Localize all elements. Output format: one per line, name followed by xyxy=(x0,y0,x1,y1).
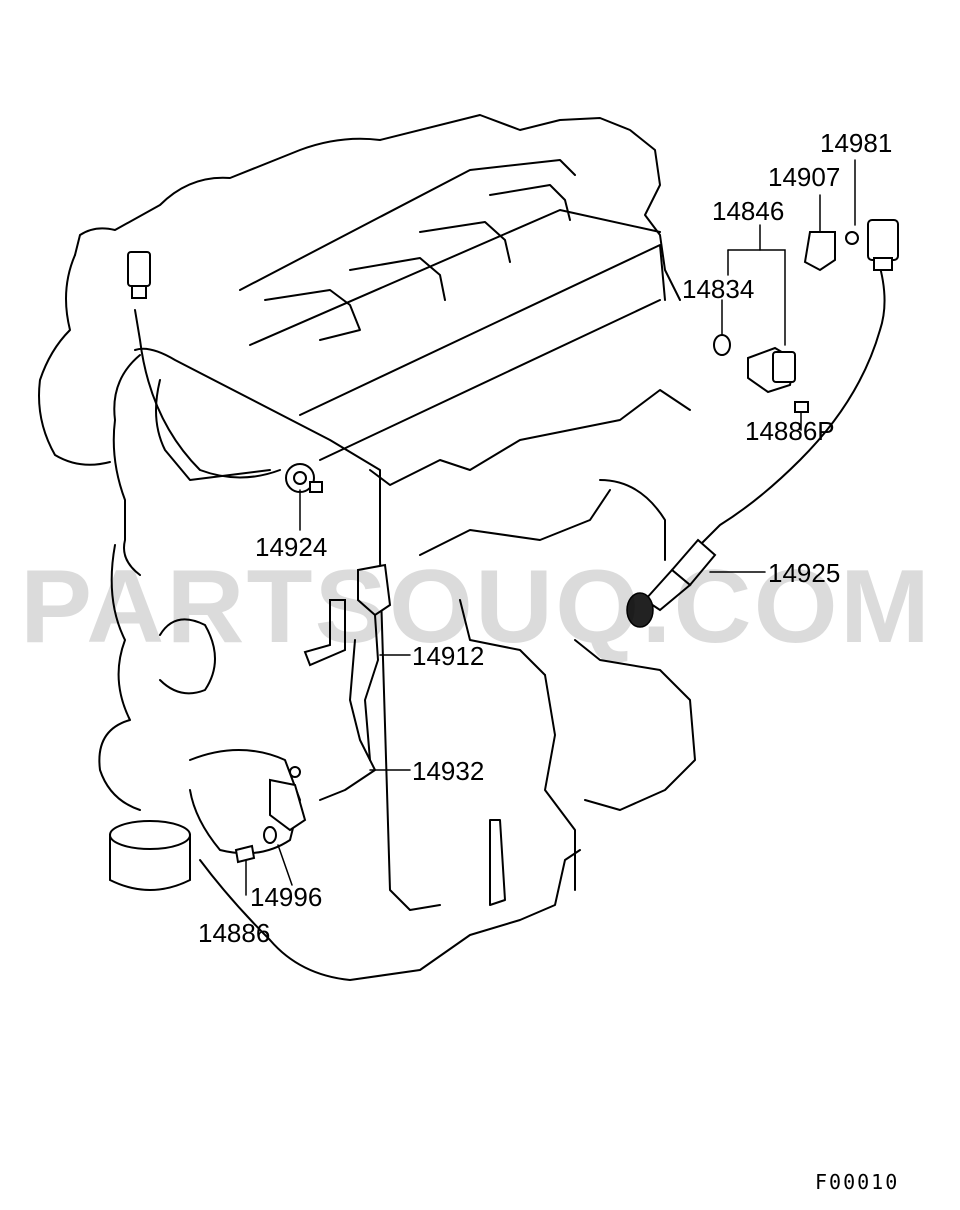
harness-14924 xyxy=(127,251,281,479)
sensor-14912 xyxy=(303,563,392,801)
callout-14886: 14886 xyxy=(198,918,270,948)
leader-lines xyxy=(299,159,856,771)
figure-code: F00010 xyxy=(815,1170,899,1194)
engine-outline xyxy=(38,114,696,981)
callout-14924: 14924 xyxy=(255,532,327,562)
bracket-14907 xyxy=(803,231,859,272)
knock-sensor-14924 xyxy=(285,463,323,493)
callout-14846: 14846 xyxy=(712,196,784,226)
callout-14886P: 14886P xyxy=(745,416,835,446)
o2-sensor-14925 xyxy=(626,219,899,628)
callout-labels: 14981 14907 14846 14834 14886P 14924 149… xyxy=(198,128,892,948)
cam-sensor-14846 xyxy=(713,334,809,431)
callout-14907: 14907 xyxy=(768,162,840,192)
crank-sensor-14932 xyxy=(269,766,307,832)
callout-14925: 14925 xyxy=(768,558,840,588)
callout-14981: 14981 xyxy=(820,128,892,158)
washer-14996 xyxy=(263,826,293,886)
callout-14996: 14996 xyxy=(250,882,322,912)
callout-14932: 14932 xyxy=(412,756,484,786)
watermark: PARTSOUQ.COM xyxy=(20,549,932,665)
bolt-14886 xyxy=(234,844,256,896)
callout-14912: 14912 xyxy=(412,641,484,671)
callout-14834: 14834 xyxy=(682,274,754,304)
